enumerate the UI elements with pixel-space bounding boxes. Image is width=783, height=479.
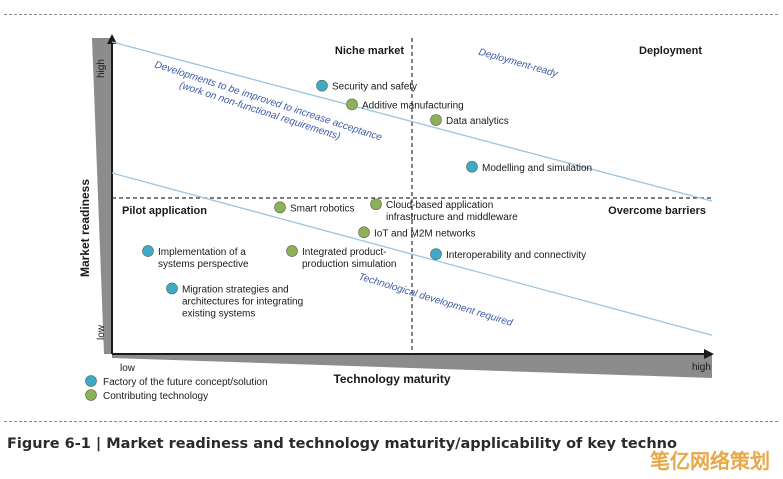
annotation-3: Technological development required: [357, 271, 514, 329]
concept-point-3: [430, 248, 442, 260]
contributing-point-5: [358, 226, 370, 239]
x-tick-high: high: [692, 362, 711, 373]
concept-point-label: existing systems: [182, 308, 255, 319]
contributing-point-label: IoT and M2M networks: [374, 228, 476, 239]
watermark: 笔亿网络策划: [650, 449, 770, 473]
contributing-point-label: Additive manufacturing: [362, 100, 464, 111]
x-axis-arrow: [704, 349, 714, 359]
contributing-point-label: Integrated product-: [302, 247, 387, 258]
trend-line-2: [111, 172, 713, 336]
x-axis-wedge: [112, 354, 712, 378]
concept-point-2: [466, 161, 478, 173]
concept-point-label: Interoperability and connectivity: [446, 250, 586, 261]
concept-point-4: [142, 245, 154, 257]
x-tick-low: low: [120, 363, 136, 374]
concept-point-label: systems perspective: [158, 259, 249, 270]
concept-point-label: Implementation of a: [158, 247, 246, 258]
legend-marker-contributing: [85, 389, 97, 401]
concept-point-1: [316, 79, 328, 92]
contributing-point-1: [346, 98, 358, 111]
annotation-text: Technological development required: [357, 271, 514, 329]
bottom-rule: [4, 421, 778, 422]
contributing-point-label: Smart robotics: [290, 203, 354, 214]
quadrant-label-deployment: Deployment: [639, 45, 702, 57]
annotation-2: Deployment-ready: [477, 47, 560, 80]
quadrant-label-pilot-application: Pilot application: [122, 205, 207, 217]
y-axis-arrow: [107, 34, 117, 44]
concept-point-label: Migration strategies and: [182, 284, 289, 295]
trend-line-1: [111, 41, 713, 202]
figure-caption: Figure 6-1 | Market readiness and techno…: [7, 436, 677, 452]
top-rule: [4, 14, 778, 15]
y-tick-low: low: [96, 324, 107, 340]
contributing-point-label: Data analytics: [446, 116, 509, 127]
legend-label-concept: Factory of the future concept/solution: [103, 377, 268, 388]
concept-point-5: [166, 282, 178, 295]
quadrant-label-niche-market: Niche market: [335, 45, 404, 57]
legend-marker-concept: [85, 375, 97, 387]
concept-point-label: Security and safety: [332, 82, 417, 93]
y-tick-high: high: [96, 59, 107, 78]
quadrant-label-overcome-barriers: Overcome barriers: [608, 205, 706, 217]
x-axis-title: Technology maturity: [333, 372, 450, 386]
annotation-text: Deployment-ready: [477, 47, 560, 80]
contributing-point-label: production simulation: [302, 259, 397, 270]
y-axis-title: Market readiness: [78, 179, 92, 277]
contributing-point-3: [274, 201, 286, 214]
contributing-point-label: Cloud-based application: [386, 200, 493, 211]
contributing-point-4: [370, 198, 382, 211]
contributing-point-6: [286, 245, 298, 257]
contributing-point-2: [430, 114, 442, 126]
y-axis-wedge: [92, 38, 112, 354]
concept-point-label: architectures for integrating: [182, 296, 303, 307]
legend-label-contributing: Contributing technology: [103, 391, 208, 402]
contributing-point-label: infrastructure and middleware: [386, 212, 518, 223]
concept-point-label: Modelling and simulation: [482, 163, 592, 174]
